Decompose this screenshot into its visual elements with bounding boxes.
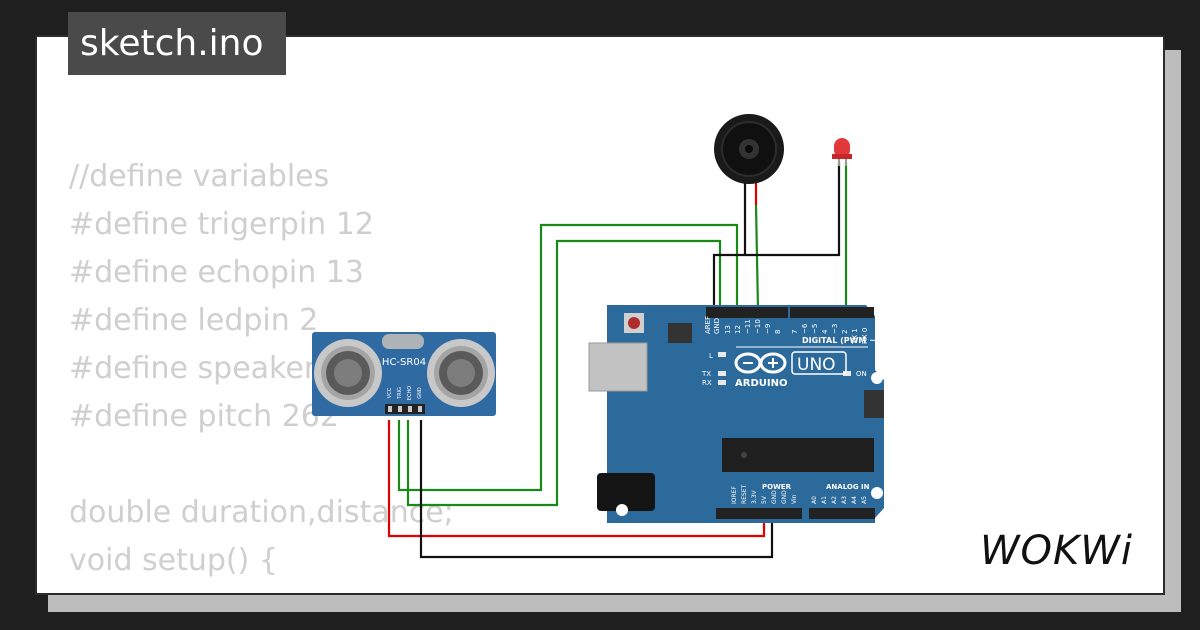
buzzer[interactable] <box>714 114 784 184</box>
analog-pin-a5: A5 <box>861 496 868 504</box>
analog-pin-a0: A0 <box>811 496 818 504</box>
pin-label-gnd: GND <box>713 318 721 334</box>
mount-hole <box>871 372 883 384</box>
power-pin-vin: Vin <box>791 494 798 504</box>
pin-label-10: ~10 <box>754 319 762 334</box>
icsp2-header <box>864 390 884 418</box>
led-rx <box>718 380 726 385</box>
power-pin-3v3: 3.3V <box>751 489 758 504</box>
sketch-title: sketch.ino <box>68 12 286 75</box>
usb-port <box>588 342 648 392</box>
digital-header-left <box>706 307 788 318</box>
code-line: #define ledpin 2 <box>69 303 319 338</box>
pin-label-aref: AREF <box>704 316 712 334</box>
power-pin-gnd1: GND <box>771 490 778 504</box>
led-on <box>843 371 851 376</box>
pin-label-4: 4 <box>821 329 829 334</box>
microcontroller-chip <box>722 438 874 472</box>
pin-label-2: 2 <box>841 330 849 334</box>
pin-label-6: ~6 <box>801 323 809 334</box>
power-pin-gnd2: GND <box>781 490 788 504</box>
mount-hole <box>616 504 628 516</box>
pin-label-5: ~5 <box>811 324 819 334</box>
sensor-pin-gnd: GND <box>417 387 423 399</box>
mount-hole <box>871 487 883 499</box>
wire-trig <box>397 223 739 492</box>
wires <box>387 162 848 559</box>
led-tx-label: TX <box>701 370 711 378</box>
analog-pin-a1: A1 <box>821 496 828 504</box>
code-line: #define speaker <box>69 351 317 386</box>
pin-label-tx: TX 1 <box>851 328 859 345</box>
wire-buzzer-gnd <box>712 180 747 310</box>
pin-label-13: 13 <box>724 325 732 334</box>
power-pin-ioref: IOREF <box>731 486 738 504</box>
ultrasonic-sensor[interactable]: HC-SR04 VCC TRIG ECHO GND <box>312 332 496 416</box>
analog-header <box>809 508 875 519</box>
digital-header-right <box>790 307 874 318</box>
analog-pin-a4: A4 <box>851 496 858 504</box>
power-label: POWER <box>762 483 792 491</box>
power-jack <box>597 473 655 511</box>
arduino-brand: ARDUINO <box>735 378 787 389</box>
code-line: #define echopin 13 <box>69 255 364 290</box>
sensor-pin-echo: ECHO <box>407 386 413 400</box>
wokwi-logo: WOKWi <box>980 528 1133 574</box>
pin-label-rx: RX 0 <box>861 328 869 344</box>
code-line: #define trigerpin 12 <box>69 207 374 242</box>
wire-buzzer-signal <box>754 204 760 311</box>
analog-pin-a2: A2 <box>831 496 838 504</box>
reset-button[interactable] <box>628 317 640 329</box>
sensor-eye-left <box>314 339 382 407</box>
analog-label: ANALOG IN <box>826 483 870 491</box>
icsp-header <box>668 323 692 343</box>
arduino-infinity-icon <box>734 352 787 374</box>
sensor-pin-vcc: VCC <box>387 387 393 398</box>
led-rx-label: RX <box>702 379 712 387</box>
code-line: //define variables <box>69 159 330 194</box>
digital-label: DIGITAL (PWM ~) <box>802 336 880 345</box>
wire-led-gnd <box>745 162 841 257</box>
preview-card: //define variables #define trigerpin 12 … <box>35 35 1165 595</box>
sensor-eye-right <box>427 339 495 407</box>
pin-label-7: 7 <box>791 330 799 334</box>
pin-label-3: ~3 <box>831 324 839 334</box>
pin-label-12: 12 <box>734 325 742 334</box>
red-led[interactable] <box>832 138 852 166</box>
power-header <box>716 508 802 519</box>
led-l-label: L <box>709 352 713 360</box>
pin-label-11: ~11 <box>744 319 752 334</box>
board-model: UNO <box>797 355 836 375</box>
pin-label-8: 8 <box>774 330 782 334</box>
sensor-pin-trig: TRIG <box>397 387 403 400</box>
power-pin-5v: 5V <box>761 495 768 504</box>
pin-label-9: ~9 <box>764 324 772 334</box>
arduino-board[interactable]: AREF GND 13 12 ~11 ~10 ~9 8 7 ~6 ~5 4 ~3… <box>588 305 884 523</box>
code-preview: //define variables #define trigerpin 12 … <box>69 153 454 585</box>
analog-pin-a3: A3 <box>841 496 848 504</box>
led-tx <box>718 371 726 376</box>
sensor-label: HC-SR04 <box>382 357 426 368</box>
code-line: void setup() { <box>69 543 278 578</box>
led-l <box>718 352 726 357</box>
wire-vcc <box>387 420 766 538</box>
code-line: #define pitch 262 <box>69 399 339 434</box>
wire-echo <box>406 239 722 507</box>
wire-gnd <box>419 420 774 559</box>
led-on-label: ON <box>856 370 867 378</box>
power-pin-reset: RESET <box>741 484 748 504</box>
